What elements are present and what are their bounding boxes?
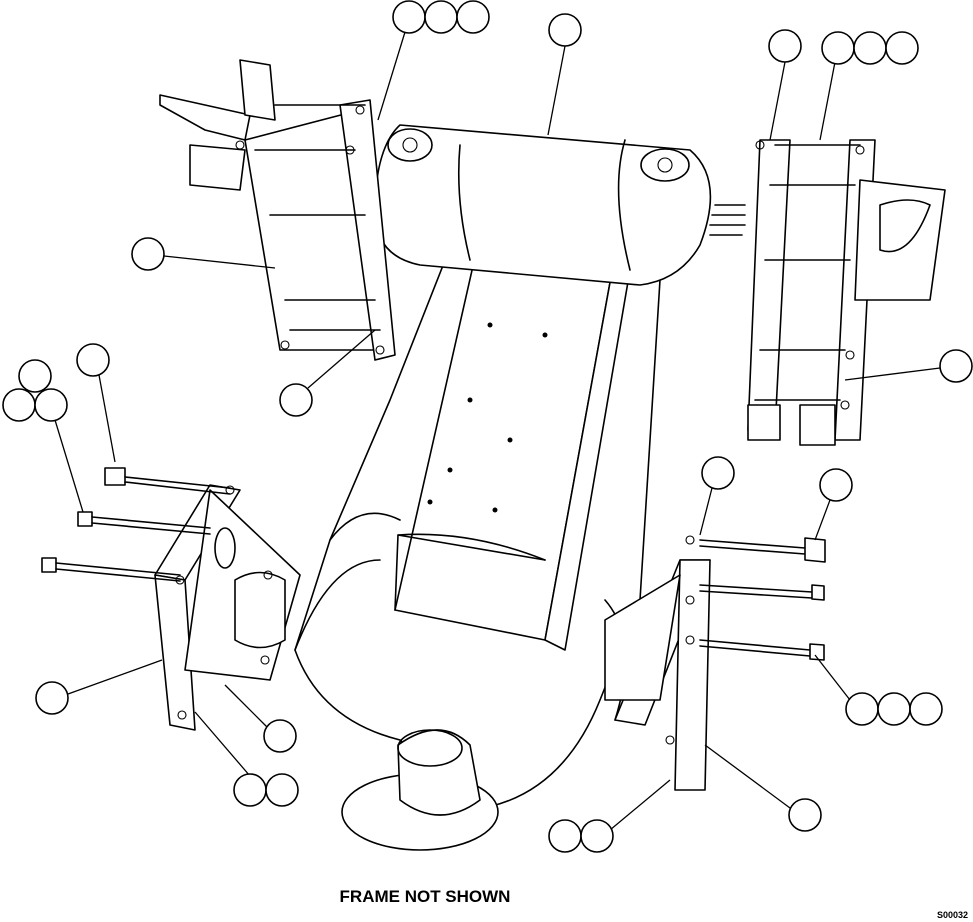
upper-left-frame-bracket	[159, 59, 396, 361]
callout-right-frame-side	[844, 349, 973, 383]
callout-group-top-left	[377, 0, 490, 121]
callout-left-plate	[35, 659, 163, 715]
lower-left-mount	[41, 467, 301, 731]
callout-right-plate	[704, 744, 822, 832]
caption: FRAME NOT SHOWN	[340, 887, 511, 906]
callout-group-bottom-right	[548, 779, 671, 853]
callout-left-frame	[131, 237, 276, 271]
drawing-code: S00032	[937, 910, 968, 920]
callout-left-plate-lower	[224, 684, 297, 753]
callout-cross-tube	[547, 13, 582, 136]
callout-right-spacer	[814, 468, 853, 541]
lower-right-mount	[604, 535, 826, 791]
callout-group-bottom-left	[194, 711, 299, 807]
callout-left-frame-lower	[279, 329, 376, 417]
upper-right-frame-bracket	[709, 139, 946, 446]
callouts	[2, 0, 973, 853]
callout-left-bolt-group	[2, 359, 84, 513]
callout-group-right-bolts	[814, 654, 943, 726]
top-cross-tube	[373, 124, 712, 286]
callout-right-plate-top	[699, 456, 735, 536]
callout-group-top-right	[819, 31, 919, 141]
callout-right-frame	[768, 29, 802, 141]
callout-left-bolt-a	[76, 343, 116, 463]
